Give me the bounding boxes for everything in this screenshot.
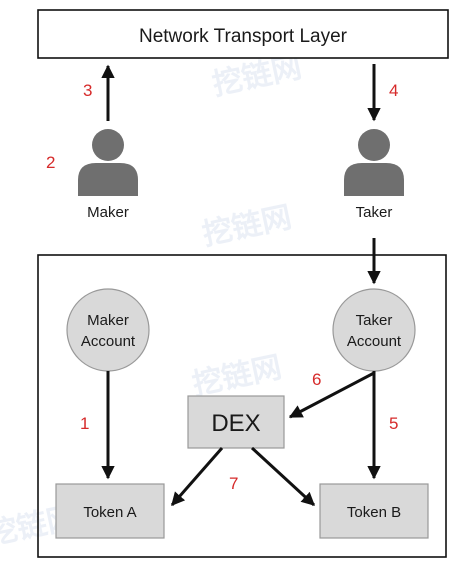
watermark: 挖链网 [199, 200, 294, 253]
step-number-7: 7 [229, 474, 238, 493]
ledger-container-box [37, 254, 447, 558]
step-number-5: 5 [389, 414, 398, 433]
taker-label: Taker [356, 204, 393, 221]
step-number-3: 3 [83, 81, 92, 100]
step-number-4: 4 [389, 81, 398, 100]
step-number-6: 6 [312, 370, 321, 389]
token-b-box [319, 483, 429, 539]
token-a-box [55, 483, 165, 539]
taker-account-label-line2: Account [347, 333, 402, 350]
maker-account-node [66, 288, 150, 372]
taker-account-label-line1: Taker [356, 312, 393, 329]
token-b-label: Token B [347, 504, 401, 521]
token-a-label: Token A [83, 504, 136, 521]
taker-account-node [332, 288, 416, 372]
maker-account-label-line1: Maker [87, 312, 129, 329]
network-transport-layer-label: Network Transport Layer [139, 26, 348, 47]
dex-label: DEX [211, 410, 260, 437]
dex-box [187, 395, 285, 449]
arrow-taker-account-to-dex [288, 371, 375, 419]
arrow-dex-to-token-b [250, 446, 316, 507]
network-transport-layer-box [37, 9, 449, 59]
watermark: 挖链网 [189, 350, 284, 403]
maker-person-icon [78, 129, 138, 196]
step-number-2: 2 [46, 153, 55, 172]
arrow-dex-to-token-a [170, 447, 224, 507]
taker-person-icon [344, 129, 404, 196]
watermark-group: 挖链网 挖链网 挖链网 挖链网 [0, 50, 305, 553]
step-number-1: 1 [80, 414, 89, 433]
maker-label: Maker [87, 204, 129, 221]
maker-account-label-line2: Account [81, 333, 136, 350]
